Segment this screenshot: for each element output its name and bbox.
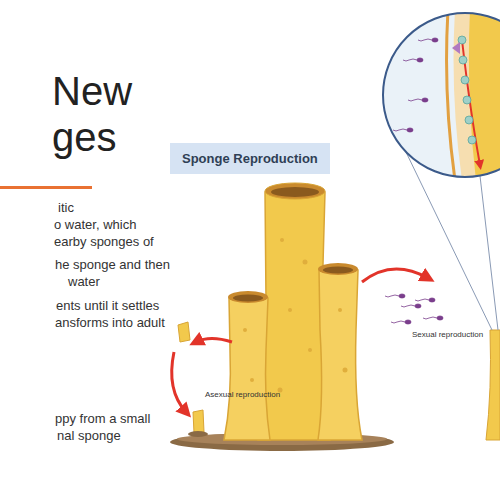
slide-title: New ges bbox=[52, 68, 142, 160]
process-label: Sexual reproduction bbox=[412, 330, 483, 340]
process-label: Asexual reproduction bbox=[205, 390, 280, 400]
title-box: Sponge Reproduction bbox=[170, 143, 330, 174]
sperm-cells bbox=[385, 294, 443, 324]
sponge-tube bbox=[224, 293, 270, 440]
bullet-text: earby sponges of bbox=[54, 234, 154, 250]
zoom-detail bbox=[380, 10, 500, 180]
sponge-fragment bbox=[193, 410, 204, 433]
red-arrow bbox=[362, 269, 428, 282]
red-arrow bbox=[196, 339, 232, 343]
bullet-text: ansforms into adult bbox=[55, 315, 165, 331]
sponge-fragment bbox=[178, 322, 190, 342]
bullet-text: ppy from a small bbox=[55, 411, 150, 427]
sponge-tube bbox=[318, 265, 362, 440]
bullet-text: water bbox=[68, 274, 100, 290]
red-arrow bbox=[172, 352, 186, 412]
title-underline bbox=[0, 186, 92, 189]
zoom-line bbox=[405, 150, 492, 330]
bullet-text: nal sponge bbox=[57, 428, 121, 444]
bullet-text: ents until it settles bbox=[56, 298, 159, 314]
bullet-text: he sponge and then bbox=[55, 257, 170, 273]
box-label: Sponge Reproduction bbox=[182, 151, 318, 166]
bullet-text: o water, which bbox=[54, 217, 136, 233]
sponge-tube bbox=[486, 330, 500, 440]
bullet-text: itic bbox=[58, 200, 74, 216]
